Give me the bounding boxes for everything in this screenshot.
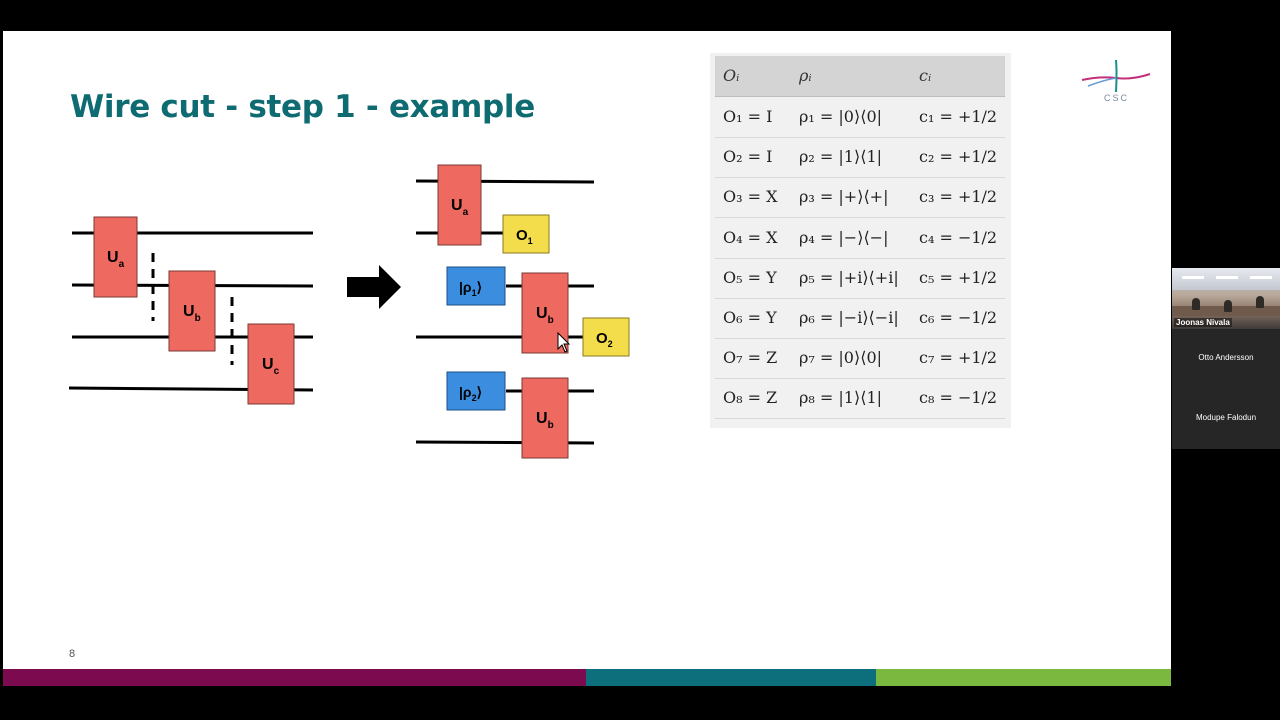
table-row: O₂ = I ρ₂ = |1⟩⟨1| c₂ = +1/2	[715, 137, 1005, 179]
observable-cell: O₁ = I	[723, 107, 773, 126]
observable-cell: O₄ = X	[723, 227, 778, 247]
observable-cell: O₇ = Z	[723, 348, 778, 368]
svg-text:Ua: Ua	[107, 249, 125, 270]
observable-cell: O₅ = Y	[723, 267, 777, 287]
state-cell: ρ₄ = |−⟩⟨−|	[799, 227, 889, 247]
coefficient-cell: c₃ = +1/2	[919, 187, 998, 207]
table-header: Oᵢ ρᵢ cᵢ	[715, 56, 1005, 97]
svg-text:O1: O1	[516, 227, 533, 246]
header-observable: Oᵢ	[723, 66, 740, 85]
svg-text:Uc: Uc	[262, 356, 280, 377]
svg-text:Ua: Ua	[451, 197, 469, 218]
svg-text:Ub: Ub	[536, 305, 554, 326]
coefficient-cell: c₈ = −1/2	[919, 388, 998, 408]
state-cell: ρ₅ = |+i⟩⟨+i|	[799, 267, 899, 287]
state-cell: ρ₂ = |1⟩⟨1|	[799, 147, 883, 167]
svg-text:O2: O2	[596, 330, 613, 349]
participant-video-tile[interactable]: Joonas Nivala	[1172, 268, 1280, 329]
observable-o2: O2	[582, 317, 630, 357]
state-cell: ρ₁ = |0⟩⟨0|	[799, 107, 883, 126]
observable-cell: O₆ = Y	[723, 308, 777, 327]
svg-text:|ρ1⟩: |ρ1⟩	[459, 279, 482, 298]
table-row: O₈ = Z ρ₈ = |1⟩⟨1| c₈ = −1/2	[715, 378, 1005, 420]
bottom-bar-teal	[586, 669, 876, 686]
gate-ub-left: Ub	[168, 270, 216, 352]
state-rho1: |ρ1⟩	[446, 266, 506, 306]
gate-ub-right-1: Ub	[521, 272, 569, 354]
slide-title: Wire cut - step 1 - example	[70, 89, 535, 125]
header-coefficient: cᵢ	[919, 66, 932, 85]
participant-name: Joonas Nivala	[1174, 318, 1232, 327]
observable-cell: O₈ = Z	[723, 388, 778, 408]
mouse-cursor-icon	[557, 331, 571, 353]
wire-cut-table: Oᵢ ρᵢ cᵢ O₁ = I ρ₁ = |0⟩⟨0| c₁ = +1/2 O₂ = …	[710, 53, 1011, 428]
coefficient-cell: c₁ = +1/2	[919, 107, 998, 126]
bottom-bar-magenta	[3, 669, 586, 686]
coefficient-cell: c₄ = −1/2	[919, 227, 998, 247]
gate-ua-left: Ua	[93, 216, 138, 298]
header-state: ρᵢ	[799, 66, 812, 85]
gate-ua-right: Ua	[437, 164, 482, 246]
state-cell: ρ₃ = |+⟩⟨+|	[799, 187, 889, 207]
arrow-right-icon	[347, 265, 401, 309]
coefficient-cell: c₇ = +1/2	[919, 348, 998, 368]
logo-text: CSC	[1104, 93, 1130, 103]
state-rho2: |ρ2⟩	[446, 371, 506, 411]
wire-cut-circuit-diagram: Ua Ub Uc Ua O1 |	[68, 164, 630, 459]
bottom-bar-green	[876, 669, 1171, 686]
presentation-slide: Wire cut - step 1 - example Ua Ub Uc	[3, 31, 1171, 686]
coefficient-cell: c₅ = +1/2	[919, 267, 998, 287]
gate-uc-left: Uc	[247, 323, 295, 405]
participant-tile-otto[interactable]: Otto Andersson	[1198, 353, 1254, 362]
csc-logo	[1081, 59, 1151, 93]
svg-text:Ub: Ub	[183, 303, 201, 324]
state-cell: ρ₇ = |0⟩⟨0|	[799, 348, 883, 368]
table-row: O₄ = X ρ₄ = |−⟩⟨−| c₄ = −1/2	[715, 218, 1005, 259]
table-row: O₃ = X ρ₃ = |+⟩⟨+| c₃ = +1/2	[715, 177, 1005, 219]
page-number: 8	[69, 648, 76, 660]
state-cell: ρ₈ = |1⟩⟨1|	[799, 388, 883, 408]
svg-text:|ρ2⟩: |ρ2⟩	[459, 384, 482, 403]
coefficient-cell: c₆ = −1/2	[919, 308, 998, 327]
table-row: O₁ = I ρ₁ = |0⟩⟨0| c₁ = +1/2	[715, 97, 1005, 138]
svg-text:Ub: Ub	[536, 410, 554, 431]
participants-panel: Joonas Nivala Otto Andersson Modupe Falo…	[1172, 268, 1280, 449]
coefficient-cell: c₂ = +1/2	[919, 147, 998, 167]
participant-tile-modupe[interactable]: Modupe Falodun	[1195, 413, 1257, 422]
state-cell: ρ₆ = |−i⟩⟨−i|	[799, 308, 899, 327]
table-row: O₆ = Y ρ₆ = |−i⟩⟨−i| c₆ = −1/2	[715, 298, 1005, 339]
observable-cell: O₂ = I	[723, 147, 773, 167]
table-row: O₅ = Y ρ₅ = |+i⟩⟨+i| c₅ = +1/2	[715, 258, 1005, 299]
table-row: O₇ = Z ρ₇ = |0⟩⟨0| c₇ = +1/2	[715, 338, 1005, 380]
observable-o1: O1	[502, 214, 550, 254]
gate-ub-right-2: Ub	[521, 377, 569, 459]
observable-cell: O₃ = X	[723, 187, 778, 207]
